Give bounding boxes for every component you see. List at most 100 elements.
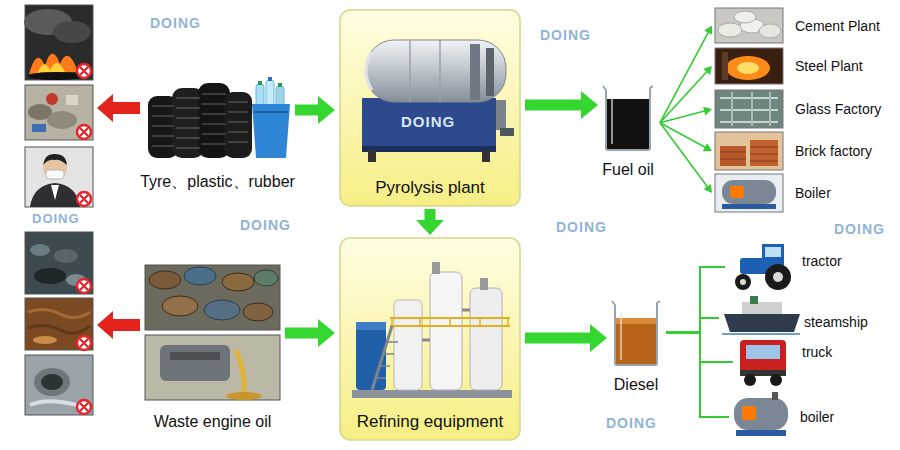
connector-line — [660, 123, 706, 148]
arrow-head — [581, 91, 598, 119]
connector-line — [660, 123, 708, 188]
flow-connector — [660, 107, 712, 123]
flow-connector — [660, 123, 712, 151]
flow-connector — [666, 333, 729, 418]
node-label: Glass Factory — [795, 101, 881, 118]
plant-box: Refining equipment — [340, 238, 520, 440]
watermark: DOING — [556, 220, 607, 235]
node-label: Steel Plant — [795, 58, 863, 75]
watermark: DOING — [150, 16, 201, 31]
node-label: steamship — [804, 314, 868, 331]
brick-factory-photo — [715, 132, 783, 170]
burning-tyres-photo — [24, 5, 93, 80]
node-label: Fuel oil — [602, 160, 654, 179]
connector-line — [660, 111, 705, 123]
watermark: DOING — [240, 218, 291, 233]
connector-line — [295, 105, 321, 116]
tractor-picture — [735, 244, 791, 290]
plant-panel — [340, 10, 520, 206]
flow-connector — [416, 209, 444, 235]
connector-line — [660, 31, 709, 122]
node-label: boiler — [800, 409, 834, 426]
watermark: DOING — [606, 416, 657, 431]
steamship-picture — [722, 296, 800, 334]
connector-line — [525, 100, 584, 111]
pollution-arrow — [97, 311, 140, 339]
user-node: Steel Plant — [715, 48, 783, 84]
fuel-oil-beaker — [603, 86, 653, 150]
oil-drums-photo — [25, 232, 93, 294]
tyres-picture — [148, 77, 290, 158]
user-node: boiler — [732, 393, 790, 441]
arrow-head — [318, 319, 335, 347]
arrow-head — [416, 220, 444, 235]
plant-panel — [340, 238, 520, 440]
connector-line — [285, 328, 321, 339]
arrow-head — [590, 324, 607, 352]
waste-oil-photo — [145, 265, 280, 400]
boiler-picture — [734, 392, 788, 436]
diesel-beaker — [612, 301, 660, 365]
flow-connector — [660, 123, 712, 193]
node-label: Cement Plant — [795, 17, 880, 34]
glass-factory-photo — [715, 90, 783, 128]
user-node: truck — [736, 338, 790, 386]
node-label: truck — [802, 344, 832, 361]
arrow-head — [704, 26, 712, 35]
arrow-head — [704, 184, 712, 193]
arrow-head — [703, 143, 712, 151]
user-node: tractor — [728, 243, 794, 291]
node-label: tractor — [802, 253, 842, 270]
node-label: Waste engine oil — [154, 412, 272, 431]
polluted-water-photo — [25, 298, 93, 350]
truck-picture — [740, 340, 786, 386]
connector-line — [660, 71, 707, 123]
cement-plant-photo — [715, 8, 783, 43]
product-node: Fuel oil — [603, 85, 653, 150]
flow-connector — [660, 26, 712, 123]
flow-connector — [660, 66, 712, 123]
arrow-head — [318, 96, 335, 124]
connector-line — [525, 333, 593, 344]
flow-connector — [666, 267, 725, 333]
flow-connector — [295, 96, 335, 124]
arrow-head — [703, 107, 712, 116]
brand-mark: DOING — [401, 114, 455, 131]
user-node: Glass Factory — [715, 90, 783, 128]
material-node: Tyre、plastic、rubber — [145, 80, 290, 160]
flow-connector — [285, 319, 335, 347]
node-label: Brick factory — [795, 143, 872, 160]
product-node: Diesel — [612, 300, 660, 365]
arrow-head — [703, 66, 712, 75]
pyrolysis-machine — [362, 40, 514, 162]
watermark: DOING — [834, 222, 885, 237]
user-node: Cement Plant — [715, 8, 783, 43]
user-node: Boiler — [715, 174, 783, 212]
masked-man-photo — [25, 147, 93, 207]
user-node: steamship — [722, 300, 800, 336]
connector-line — [666, 267, 725, 333]
dirty-pipe-photo — [25, 355, 93, 415]
flow-connector — [525, 324, 607, 352]
plant-box: Pyrolysis plant — [340, 10, 520, 206]
connector-line — [666, 333, 729, 418]
material-node: Waste engine oil — [145, 265, 280, 400]
node-label: Boiler — [795, 185, 831, 202]
connector-line — [666, 318, 719, 333]
node-label: Refining equipment — [357, 412, 503, 432]
node-label: Diesel — [614, 375, 658, 394]
node-label: Tyre、plastic、rubber — [140, 172, 295, 191]
garbage-photo — [25, 85, 93, 140]
steel-plant-photo — [715, 48, 783, 84]
refining-machine — [352, 262, 512, 398]
watermark: DOING — [32, 212, 80, 226]
boiler-photo — [715, 174, 783, 212]
node-label: Pyrolysis plant — [375, 178, 485, 198]
user-node: Brick factory — [715, 132, 783, 170]
watermark: DOING — [540, 28, 591, 43]
pollution-arrow — [97, 94, 140, 122]
flow-connector — [666, 318, 719, 333]
